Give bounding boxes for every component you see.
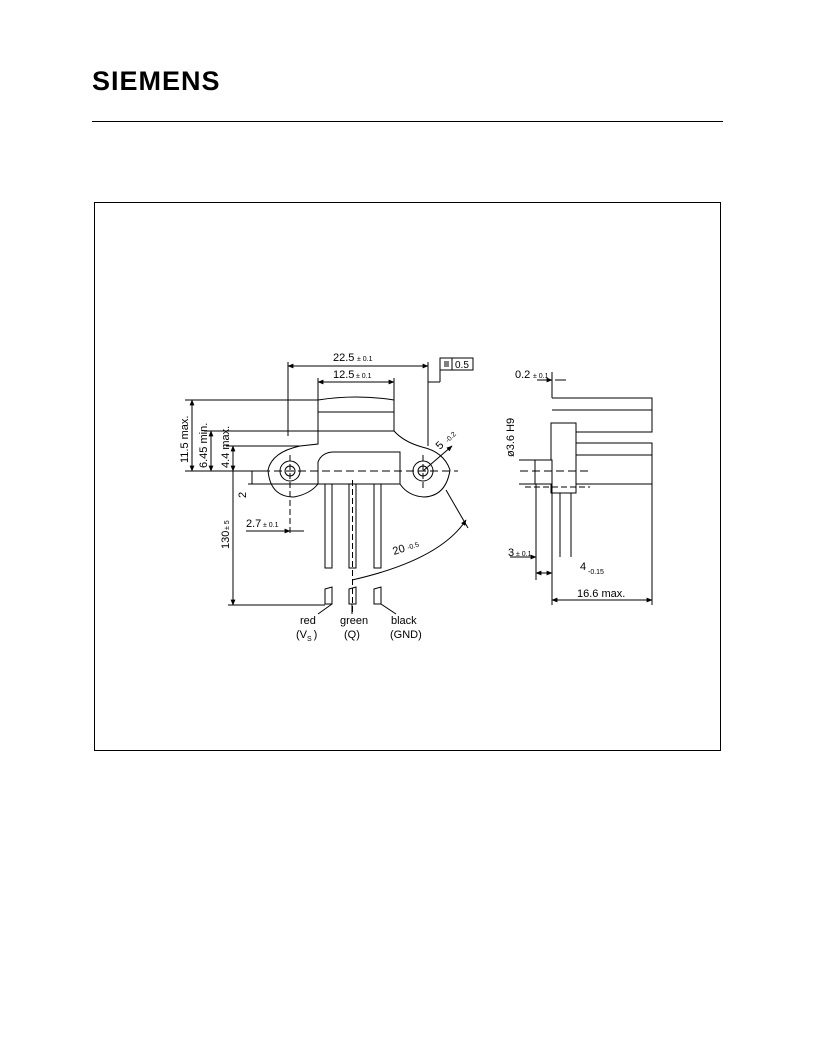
dim-radius: 5: [434, 439, 447, 452]
dim-gap-tol: ± 0.1: [533, 373, 549, 380]
dim-three-tol: ± 0.1: [516, 551, 532, 558]
siemens-logo: SIEMENS: [92, 66, 221, 96]
wire-labels: red (VS) green (Q) black (GND): [296, 615, 422, 643]
sensor-flange: [267, 430, 451, 498]
dim-arc: 20: [391, 543, 406, 558]
dim-body: 12.5: [333, 369, 354, 381]
dim-height-max: 11.5 max.: [179, 416, 191, 464]
wire-label-q: (Q): [344, 629, 360, 641]
side-view-labels: 0.2 ± 0.1 ø3.6 H9 3 ± 0.1 4 -0.15 16.6 m…: [505, 369, 625, 600]
wire-color-black: black: [391, 615, 417, 627]
wire-leaders: [317, 603, 397, 615]
side-body-top: [552, 397, 653, 433]
side-view: [510, 372, 653, 605]
dim-arc-tol: -0.5: [406, 541, 420, 551]
wire-color-red: red: [300, 615, 316, 627]
dim-width-tol: ± 0.1: [357, 356, 373, 363]
side-body-bottom: [552, 442, 653, 485]
dim-radius-tol: -0.2: [444, 431, 458, 445]
dim-pitch-tol: ± 0.1: [263, 522, 279, 529]
dim-body-tol: ± 0.1: [356, 373, 372, 380]
dim-four: 4: [580, 561, 586, 573]
leads: [324, 480, 382, 612]
wire-color-green: green: [340, 615, 368, 627]
dim-hole: ø3.6 H9: [505, 418, 517, 457]
dim-lead-length: 130: [220, 531, 232, 549]
header-divider: [92, 121, 723, 122]
dim-three: 3: [508, 547, 514, 559]
front-view-labels: 22.5 ± 0.1 12.5 ± 0.1 0.5 11.5 max. 6.45…: [179, 352, 469, 558]
wire-label-vs: (VS): [296, 629, 317, 643]
dim-height-min: 6.45 min.: [198, 423, 210, 468]
dim-total: 16.6 max.: [577, 588, 625, 600]
dim-four-tol: -0.15: [588, 569, 604, 576]
dim-pitch: 2.7: [246, 518, 261, 530]
dim-gap: 0.2: [515, 369, 530, 381]
drawing-frame: [94, 202, 721, 751]
flatness-value: 0.5: [455, 360, 469, 371]
wire-label-gnd: (GND): [390, 629, 422, 641]
dim-hole-offset: 2: [237, 492, 249, 498]
dim-width: 22.5: [333, 352, 354, 364]
side-flange: [550, 422, 577, 494]
front-view: [185, 357, 474, 612]
dim-mid-max: 4.4 max.: [220, 426, 232, 468]
dim-lead-length-tol: ± 5: [224, 520, 231, 530]
sensor-top-body: [317, 396, 395, 432]
